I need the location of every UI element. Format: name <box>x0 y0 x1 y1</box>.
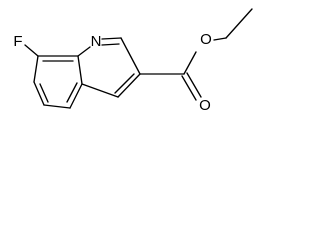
bond-c6-c5 <box>43 104 71 109</box>
molecule-structure: N F O O <box>13 8 253 114</box>
bond-c8-f <box>24 44 39 57</box>
bond-carbonyl-oxygen <box>183 51 197 75</box>
bond-n1-c2 <box>101 37 122 40</box>
bond-carbonyl-double-a <box>181 75 197 101</box>
bond-ch2-ch3 <box>225 8 253 39</box>
bond-oxygen-ch2 <box>213 37 227 41</box>
bond-c4a-c8a <box>77 55 83 85</box>
structure-diagram: N F O O <box>13 8 253 114</box>
bond-c7-c6-inner <box>39 83 49 103</box>
bond-c3-c4 <box>117 73 141 98</box>
bond-c5-c4a-inner <box>66 82 78 103</box>
atom-label-ester-oxygen: O <box>200 31 212 48</box>
atom-label-nitrogen: N <box>91 33 102 50</box>
bond-c7-c6 <box>33 81 45 106</box>
bond-c8-c7 <box>33 55 39 83</box>
atom-label-carbonyl-oxygen: O <box>199 97 211 114</box>
bond-c8a-n1 <box>77 46 91 57</box>
bond-c5-c4a <box>69 83 83 109</box>
bond-c3-c4-inner <box>114 73 135 94</box>
bond-c2-c3 <box>120 37 141 75</box>
bond-c4-c4a <box>81 83 119 98</box>
atom-label-fluorine: F <box>13 33 22 50</box>
bond-carbonyl-double-b <box>186 72 202 98</box>
bond-n1-c2-inner <box>101 43 120 46</box>
